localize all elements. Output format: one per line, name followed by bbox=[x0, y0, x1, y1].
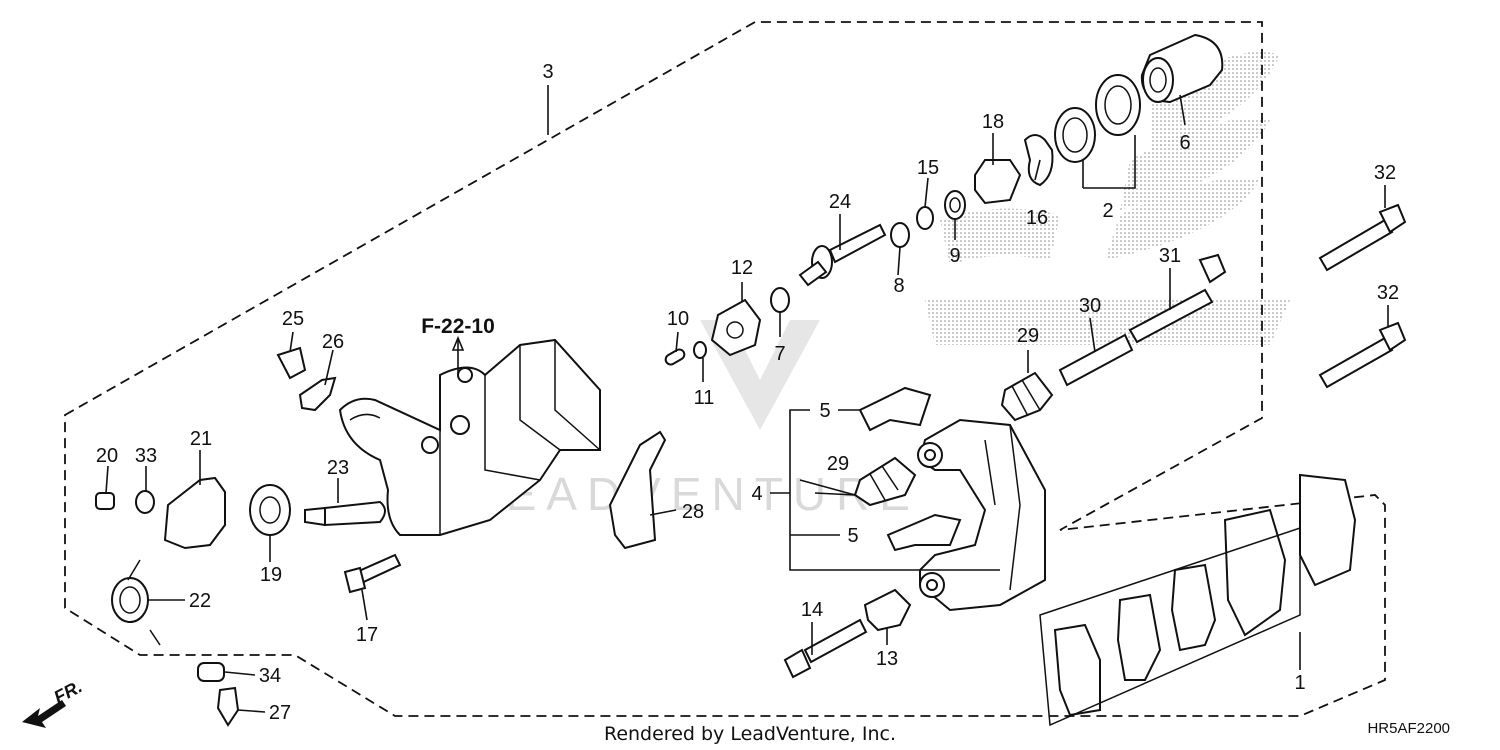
callout-24: 24 bbox=[829, 191, 851, 213]
part-25-bleeder bbox=[276, 346, 307, 380]
callout-15: 15 bbox=[917, 157, 939, 179]
callout-18: 18 bbox=[982, 111, 1004, 133]
callout-7: 7 bbox=[774, 343, 785, 365]
reference-label: F-22-10 bbox=[421, 315, 495, 338]
callout-12: 12 bbox=[731, 257, 753, 279]
part-15-washer bbox=[916, 206, 934, 230]
part-23-pin bbox=[304, 500, 386, 527]
callout-4: 4 bbox=[751, 483, 762, 505]
watermark-stipple bbox=[925, 51, 1290, 345]
callout-2: 2 bbox=[1102, 200, 1113, 222]
leader-lines bbox=[105, 85, 1389, 713]
callout-16: 16 bbox=[1026, 207, 1048, 229]
callout-31: 31 bbox=[1159, 245, 1181, 267]
assembly-3-boundary bbox=[64, 21, 1386, 717]
callout-13: 13 bbox=[876, 648, 898, 670]
part-32-bolt-lower bbox=[1318, 321, 1407, 389]
part-14-bolt bbox=[783, 618, 868, 679]
footer-credit: Rendered by LeadVenture, Inc. bbox=[604, 723, 896, 745]
front-arrow-icon bbox=[22, 700, 66, 728]
part-9-nut bbox=[944, 190, 966, 220]
part-7-washer bbox=[770, 287, 790, 313]
part-5-spring-upper bbox=[858, 386, 932, 432]
part-13-boot bbox=[863, 588, 912, 632]
callout-26: 26 bbox=[322, 331, 344, 353]
callout-11: 11 bbox=[694, 387, 715, 409]
callout-32-lower: 32 bbox=[1377, 282, 1399, 304]
callout-22: 22 bbox=[189, 590, 211, 612]
callout-23: 23 bbox=[327, 457, 349, 479]
part-1-brake-pads bbox=[1039, 473, 1357, 727]
part-31-pin bbox=[1128, 253, 1227, 344]
callout-27: 27 bbox=[269, 702, 291, 724]
callout-6: 6 bbox=[1179, 132, 1190, 154]
callout-5-upper: 5 bbox=[819, 400, 830, 422]
part-22-spring bbox=[111, 559, 161, 646]
callout-9: 9 bbox=[949, 245, 960, 267]
part-18-adjuster bbox=[974, 159, 1022, 205]
callout-labels: 3 6 2 18 15 16 9 32 24 8 12 10 7 11 31 3… bbox=[96, 61, 1399, 724]
part-27-bleeder bbox=[216, 686, 240, 727]
part-8-ring bbox=[890, 222, 910, 248]
callout-1: 1 bbox=[1294, 672, 1305, 694]
part-33-washer bbox=[135, 490, 155, 514]
front-arrow: FR. bbox=[22, 676, 85, 728]
callout-33: 33 bbox=[135, 445, 157, 467]
part-5-spring-lower bbox=[886, 513, 962, 552]
part-2-seals bbox=[1054, 74, 1141, 163]
callout-29-upper: 29 bbox=[1017, 325, 1039, 347]
part-26-bracket bbox=[298, 376, 337, 412]
callout-25: 25 bbox=[282, 308, 304, 330]
part-21-lever bbox=[163, 476, 226, 550]
front-label: FR. bbox=[50, 676, 85, 707]
part-24-bolt bbox=[798, 223, 887, 287]
callout-21: 21 bbox=[190, 428, 212, 450]
callout-8: 8 bbox=[893, 275, 904, 297]
part-17-bolt bbox=[343, 553, 402, 594]
callout-3: 3 bbox=[542, 61, 553, 83]
callout-20: 20 bbox=[96, 445, 118, 467]
part-16-clip bbox=[1023, 134, 1054, 187]
part-29-boot-upper bbox=[1000, 371, 1054, 422]
part-32-bolt-upper bbox=[1318, 203, 1407, 272]
callout-30: 30 bbox=[1079, 295, 1101, 317]
callout-5-lower: 5 bbox=[847, 525, 858, 547]
callout-32-upper: 32 bbox=[1374, 162, 1396, 184]
callout-28: 28 bbox=[682, 501, 704, 523]
part-34-cap bbox=[197, 662, 225, 682]
callout-10: 10 bbox=[667, 308, 689, 330]
part-30-pin bbox=[1058, 333, 1134, 387]
callout-17: 17 bbox=[356, 624, 378, 646]
part-20-nut bbox=[95, 492, 115, 510]
part-12-piston bbox=[710, 298, 762, 357]
part-28-pad-spring bbox=[608, 430, 667, 550]
diagram-code: HR5AF2200 bbox=[1367, 720, 1450, 737]
part-6-sleeve bbox=[1140, 33, 1224, 104]
part-19-seal bbox=[249, 484, 291, 536]
callout-19: 19 bbox=[260, 564, 282, 586]
callout-34: 34 bbox=[259, 665, 281, 687]
callout-29-lower: 29 bbox=[827, 453, 849, 475]
caliper-bracket bbox=[917, 418, 1046, 612]
callout-14: 14 bbox=[801, 599, 823, 621]
caliper-body bbox=[338, 338, 601, 536]
part-10-oring bbox=[664, 348, 686, 366]
part-11-washer bbox=[693, 341, 707, 359]
